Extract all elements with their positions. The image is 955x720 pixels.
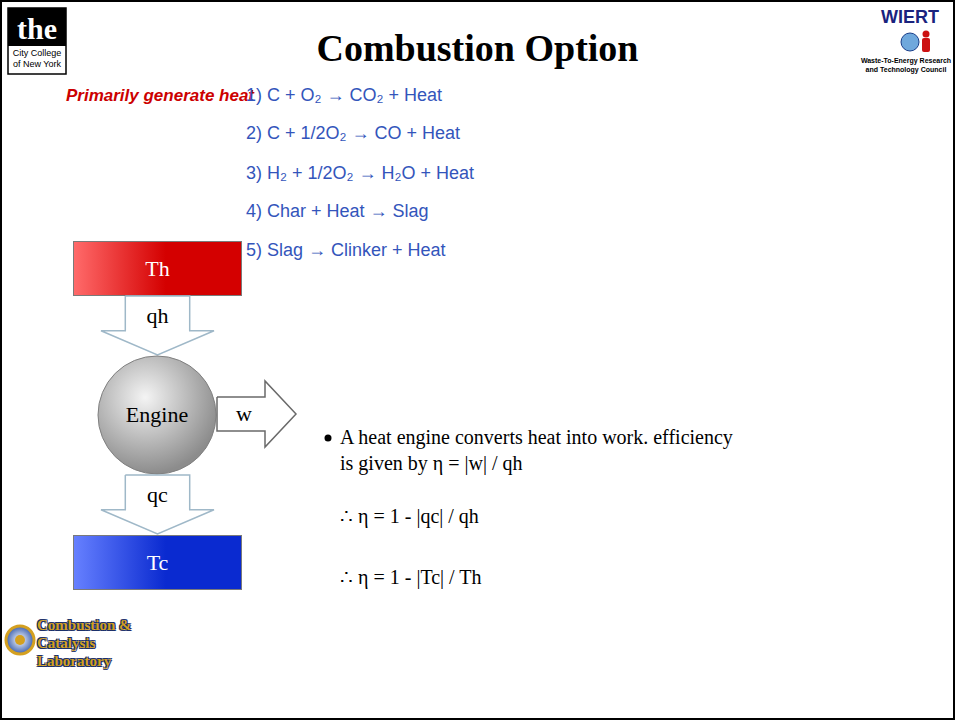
globe-icon bbox=[901, 33, 919, 51]
figure-body bbox=[922, 38, 930, 52]
engine-circle: Engine bbox=[97, 355, 217, 475]
efficiency-formula: ∴ η = 1 - |qc| / qh bbox=[340, 504, 479, 529]
emphasis-note: Primarily generate heat bbox=[66, 85, 254, 106]
node-text: Engine bbox=[126, 402, 188, 428]
arrow-outline bbox=[217, 381, 296, 447]
work-arrow: w bbox=[217, 380, 297, 448]
reaction-equation: 4) Char + Heat → Slag bbox=[246, 200, 429, 223]
figure-head bbox=[923, 31, 930, 38]
reaction-equation: 2) C + 1/2O₂ → CO + Heat bbox=[246, 122, 460, 145]
logo-text: Waste-To-Energy Research bbox=[860, 56, 952, 65]
hot-reservoir-box: Th bbox=[73, 241, 242, 296]
logo-text: Laboratory bbox=[37, 652, 111, 671]
logo-text: City College bbox=[8, 48, 66, 59]
node-text: Tc bbox=[147, 550, 169, 576]
cold-reservoir-box: Tc bbox=[73, 535, 242, 590]
lab-logo-core bbox=[15, 635, 25, 645]
logo-text: the bbox=[8, 10, 66, 48]
efficiency-formula: ∴ η = 1 - |Tc| / Th bbox=[340, 565, 482, 590]
node-text: w bbox=[236, 401, 252, 427]
slide-title: Combustion Option bbox=[0, 26, 955, 70]
node-text: qh bbox=[147, 303, 169, 329]
node-text: qc bbox=[147, 482, 168, 508]
reaction-equation: 1) C + O₂ → CO₂ + Heat bbox=[246, 84, 442, 107]
bullet-text: A heat engine converts heat into work. e… bbox=[340, 424, 735, 476]
reaction-equation: 5) Slag → Clinker + Heat bbox=[246, 239, 446, 262]
logo-text: WIERT bbox=[868, 6, 952, 29]
arrow-outline bbox=[101, 475, 214, 534]
bullet-dot bbox=[325, 435, 332, 442]
logo-text: of New York bbox=[8, 59, 66, 70]
node-text: Th bbox=[145, 256, 169, 282]
heat-flow-arrow: qc bbox=[100, 475, 215, 535]
arrow-outline bbox=[101, 296, 214, 355]
reaction-equation: 3) H₂ + 1/2O₂ → H₂O + Heat bbox=[246, 162, 474, 185]
college-logo-frame bbox=[8, 8, 66, 74]
node-outline bbox=[217, 380, 297, 448]
lab-logo-ring bbox=[6, 626, 34, 654]
engine-outline bbox=[98, 356, 216, 474]
logo-text: Combustion & bbox=[37, 616, 132, 635]
logo-text: Catalysis bbox=[37, 634, 95, 653]
logo-text: and Technology Council bbox=[860, 65, 952, 74]
heat-flow-arrow: qh bbox=[100, 296, 215, 356]
